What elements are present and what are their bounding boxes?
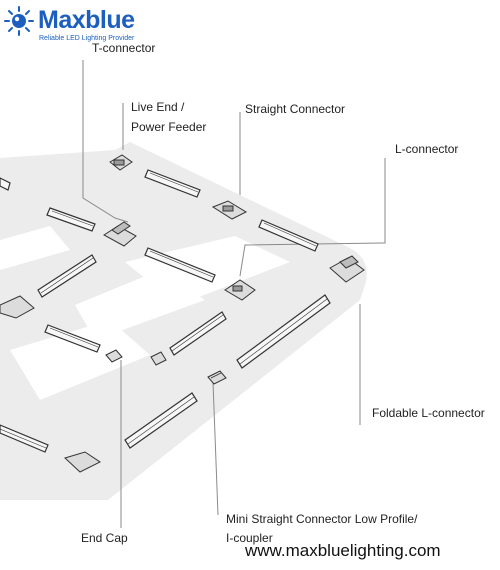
label-end-cap: End Cap: [81, 531, 128, 545]
label-straight-connector: Straight Connector: [245, 102, 346, 116]
straight-connector-part: [211, 200, 248, 220]
label-mini-straight-line1: Mini Straight Connector Low Profile/: [226, 512, 418, 526]
profile-mid-upper: [144, 247, 216, 283]
label-l-connector: L-connector: [395, 142, 459, 156]
live-end-connector: [109, 154, 133, 171]
profile-far-left: [0, 177, 11, 191]
bottom-l-connector-part: [64, 451, 101, 473]
brand-logo: Maxblue Reliable LED Lighting Provider: [4, 4, 164, 44]
label-mini-straight-line2: I-coupler: [226, 531, 273, 545]
cross-connector-part: [0, 295, 35, 319]
mini-straight-connector-part: [207, 370, 227, 385]
end-cap-part-2: [150, 351, 167, 366]
label-live-end-line1: Live End /: [131, 100, 185, 114]
label-live-end-line2: Power Feeder: [131, 120, 207, 134]
profile-top-right-2: [258, 219, 319, 252]
end-cap-part: [105, 349, 123, 363]
frame-openings: [0, 226, 290, 400]
label-foldable-l-connector: Foldable L-connector: [372, 406, 485, 420]
website-url: www.maxbluelighting.com: [245, 541, 441, 560]
l-connector-part: [224, 279, 256, 301]
brand-tagline: Reliable LED Lighting Provider: [39, 35, 135, 42]
profile-bottom-left: [0, 424, 49, 453]
connectors: [0, 154, 365, 473]
t-connector-part: [103, 221, 137, 247]
profile-grooves: [0, 172, 328, 449]
label-t-connector: T-connector: [92, 41, 156, 55]
brand-name: Maxblue: [38, 6, 135, 34]
track-frame: [0, 142, 367, 500]
foldable-l-connector-part: [329, 255, 365, 283]
sun-bulb-icon: [4, 6, 34, 36]
